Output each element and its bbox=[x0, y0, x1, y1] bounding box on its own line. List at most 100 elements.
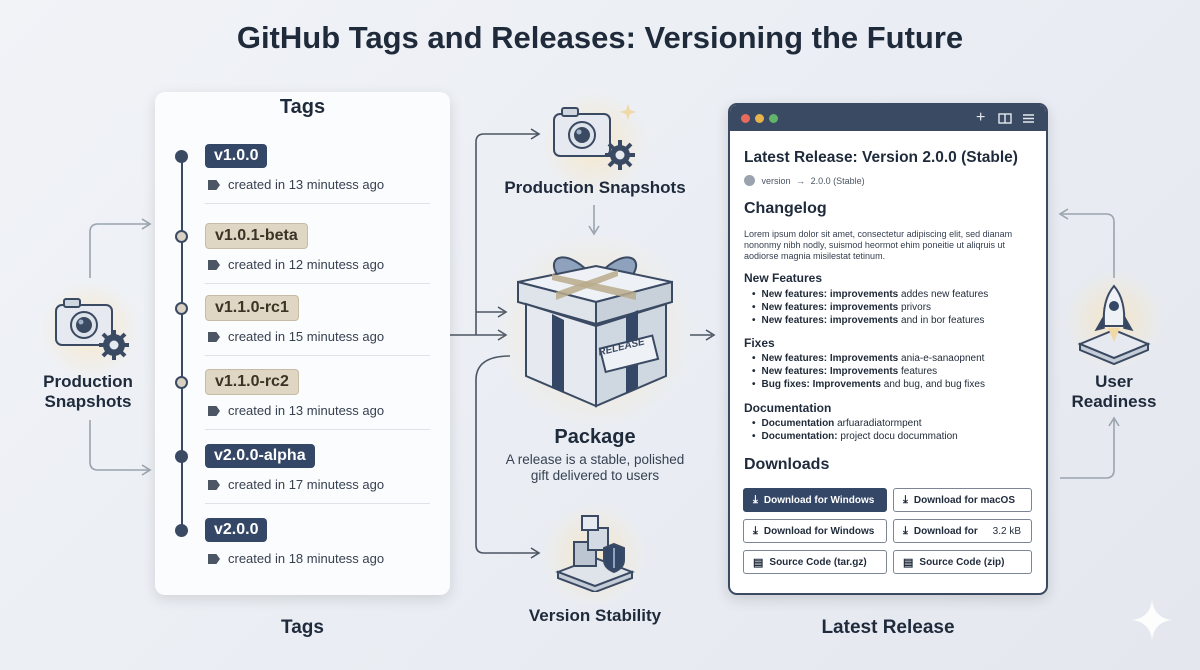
button-label: Download for Windows bbox=[763, 525, 875, 537]
sparkle-icon bbox=[1132, 600, 1172, 640]
list-item-bold: Bug fixes: Improvements bbox=[761, 379, 881, 390]
changelog-text: Lorem ipsum dolor sit amet, consectetur … bbox=[744, 229, 1013, 261]
list-item: Documentation arfuaradiatormpent bbox=[752, 418, 922, 429]
download-other-button[interactable]: ⤓ Download for 3.2 kB bbox=[893, 519, 1032, 543]
close-dot[interactable] bbox=[741, 114, 750, 123]
download-icon: ⤓ bbox=[753, 524, 758, 537]
tag-icon bbox=[208, 180, 220, 190]
download-windows-button-2[interactable]: ⤓ Download for Windows bbox=[743, 519, 887, 543]
right-label-line1: User bbox=[1095, 372, 1133, 391]
button-label: Download for macOS bbox=[913, 494, 1015, 506]
connector-to-stability bbox=[475, 355, 538, 554]
download-icon: ⤓ bbox=[903, 493, 908, 506]
connector-right-top-arrow bbox=[1058, 208, 1069, 220]
connector-to-camera bbox=[475, 133, 538, 335]
tag-meta: created in 17 minutess ago bbox=[208, 477, 384, 492]
file-icon: ▤ bbox=[903, 556, 914, 569]
tags-timeline bbox=[181, 156, 183, 528]
tag-item[interactable]: v1.0.0 created in 13 minutess ago bbox=[155, 141, 450, 211]
download-icon: ⤓ bbox=[903, 524, 908, 537]
tags-footer-label: Tags bbox=[281, 617, 324, 638]
tag-item[interactable]: v1.1.0-rc2 created in 13 minutess ago bbox=[155, 367, 450, 437]
divider bbox=[205, 355, 430, 356]
tag-icon bbox=[208, 332, 220, 342]
timeline-dot bbox=[175, 230, 188, 243]
right-label-line2: Readiness bbox=[1071, 392, 1157, 411]
list-item: New features: improvements addes new fea… bbox=[752, 289, 989, 300]
menu-icon[interactable] bbox=[1022, 113, 1035, 124]
tag-meta-text: created in 13 minutess ago bbox=[228, 177, 385, 192]
minimize-dot[interactable] bbox=[755, 114, 764, 123]
list-item-text: and bug, and bug fixes bbox=[881, 379, 985, 390]
timeline-dot bbox=[175, 150, 188, 163]
left-label-line2: Snapshots bbox=[44, 392, 132, 411]
left-snapshots-label: Production Snapshots bbox=[28, 372, 148, 412]
tag-item[interactable]: v2.0.0-alpha created in 17 minutess ago bbox=[155, 441, 450, 511]
list-item-bold: Documentation bbox=[761, 418, 835, 429]
connector-left-bottom-arrow bbox=[141, 464, 152, 476]
tag-meta-text: created in 15 minutess ago bbox=[228, 329, 385, 344]
release-subtitle: version → 2.0.0 (Stable) bbox=[744, 175, 865, 186]
timeline-dot bbox=[175, 450, 188, 463]
list-item-bold: New features: improvements bbox=[761, 302, 899, 313]
downloads-heading: Downloads bbox=[744, 456, 830, 473]
section-heading: Documentation bbox=[744, 401, 832, 415]
page-title: GitHub Tags and Releases: Versioning the… bbox=[236, 20, 964, 55]
tag-meta-text: created in 18 minutess ago bbox=[228, 551, 385, 566]
tag-icon bbox=[208, 480, 220, 490]
file-size: 3.2 kB bbox=[992, 525, 1021, 537]
tag-item[interactable]: v1.1.0-rc1 created in 15 minutess ago bbox=[155, 293, 450, 363]
connector-camera-box-arrow bbox=[588, 225, 600, 236]
list-item-text: project docu docummation bbox=[837, 431, 958, 442]
list-item-bold: New features: improvements bbox=[761, 289, 899, 300]
file-icon: ▤ bbox=[753, 556, 764, 569]
center-top-label: Production Snapshots bbox=[504, 178, 686, 197]
list-item-text: ania-e-sanaopnent bbox=[898, 353, 985, 364]
download-windows-button[interactable]: ⤓Download for Windows bbox=[743, 488, 887, 512]
connector-right-top bbox=[1062, 213, 1115, 278]
release-window: + Latest Release: Version 2.0.0 (Stable)… bbox=[728, 103, 1048, 595]
tag-icon bbox=[208, 260, 220, 270]
tag-name: v1.1.0-rc2 bbox=[205, 369, 299, 395]
arrow-icon: → bbox=[796, 176, 806, 186]
tag-meta-text: created in 17 minutess ago bbox=[228, 477, 385, 492]
source-code-zip-button[interactable]: ▤ Source Code (zip) bbox=[893, 550, 1032, 574]
button-label: Download for Windows bbox=[763, 494, 875, 506]
tag-name: v1.1.0-rc1 bbox=[205, 295, 299, 321]
split-view-icon[interactable] bbox=[998, 113, 1012, 124]
button-label: Source Code (zip) bbox=[919, 556, 1005, 568]
list-item: Bug fixes: Improvements and bug, and bug… bbox=[752, 379, 985, 390]
tag-meta: created in 15 minutess ago bbox=[208, 329, 384, 344]
list-item-text: arfuaradiatormpent bbox=[834, 418, 922, 429]
release-title: Latest Release: Version 2.0.0 (Stable) bbox=[744, 149, 1018, 166]
plus-icon[interactable]: + bbox=[976, 109, 986, 126]
connector-left-bottom bbox=[89, 420, 148, 471]
tags-list: v1.0.0 created in 13 minutess ago v1.0.1… bbox=[155, 0, 450, 670]
tag-meta: created in 12 minutess ago bbox=[208, 257, 384, 272]
tags-panel-heading: Tags bbox=[279, 96, 326, 118]
tag-name: v2.0.0-alpha bbox=[205, 444, 315, 468]
download-macos-button[interactable]: ⤓ Download for macOS bbox=[893, 488, 1032, 512]
release-sub-value: 2.0.0 (Stable) bbox=[810, 176, 865, 186]
button-label: Download for bbox=[913, 525, 978, 537]
gift-box-icon bbox=[517, 256, 673, 408]
divider bbox=[205, 503, 430, 504]
source-code-tar-button[interactable]: ▤Source Code (tar.gz) bbox=[743, 550, 887, 574]
tag-meta: created in 18 minutess ago bbox=[208, 551, 384, 566]
right-readiness-label: User Readiness bbox=[1054, 372, 1174, 412]
connector-right-bottom bbox=[1060, 420, 1115, 479]
tag-item[interactable]: v2.0.0 created in 18 minutess ago bbox=[155, 515, 450, 585]
tag-name: v1.0.0 bbox=[205, 144, 268, 168]
connector-left-top-arrow bbox=[141, 218, 152, 230]
list-item: New features: improvements and in bor fe… bbox=[752, 315, 985, 326]
maximize-dot[interactable] bbox=[769, 114, 778, 123]
list-item-bold: Documentation: bbox=[761, 431, 838, 442]
package-label: Package bbox=[554, 426, 636, 448]
package-desc-line1: A release is a stable, polished bbox=[505, 452, 685, 467]
timeline-dot bbox=[175, 376, 188, 389]
tag-item[interactable]: v1.0.1-beta created in 12 minutess ago bbox=[155, 221, 450, 291]
avatar bbox=[744, 175, 755, 186]
section-heading: New Features bbox=[744, 271, 823, 285]
camera-gear-icon bbox=[55, 298, 129, 360]
package-description: A release is a stable, polished gift del… bbox=[480, 452, 710, 484]
